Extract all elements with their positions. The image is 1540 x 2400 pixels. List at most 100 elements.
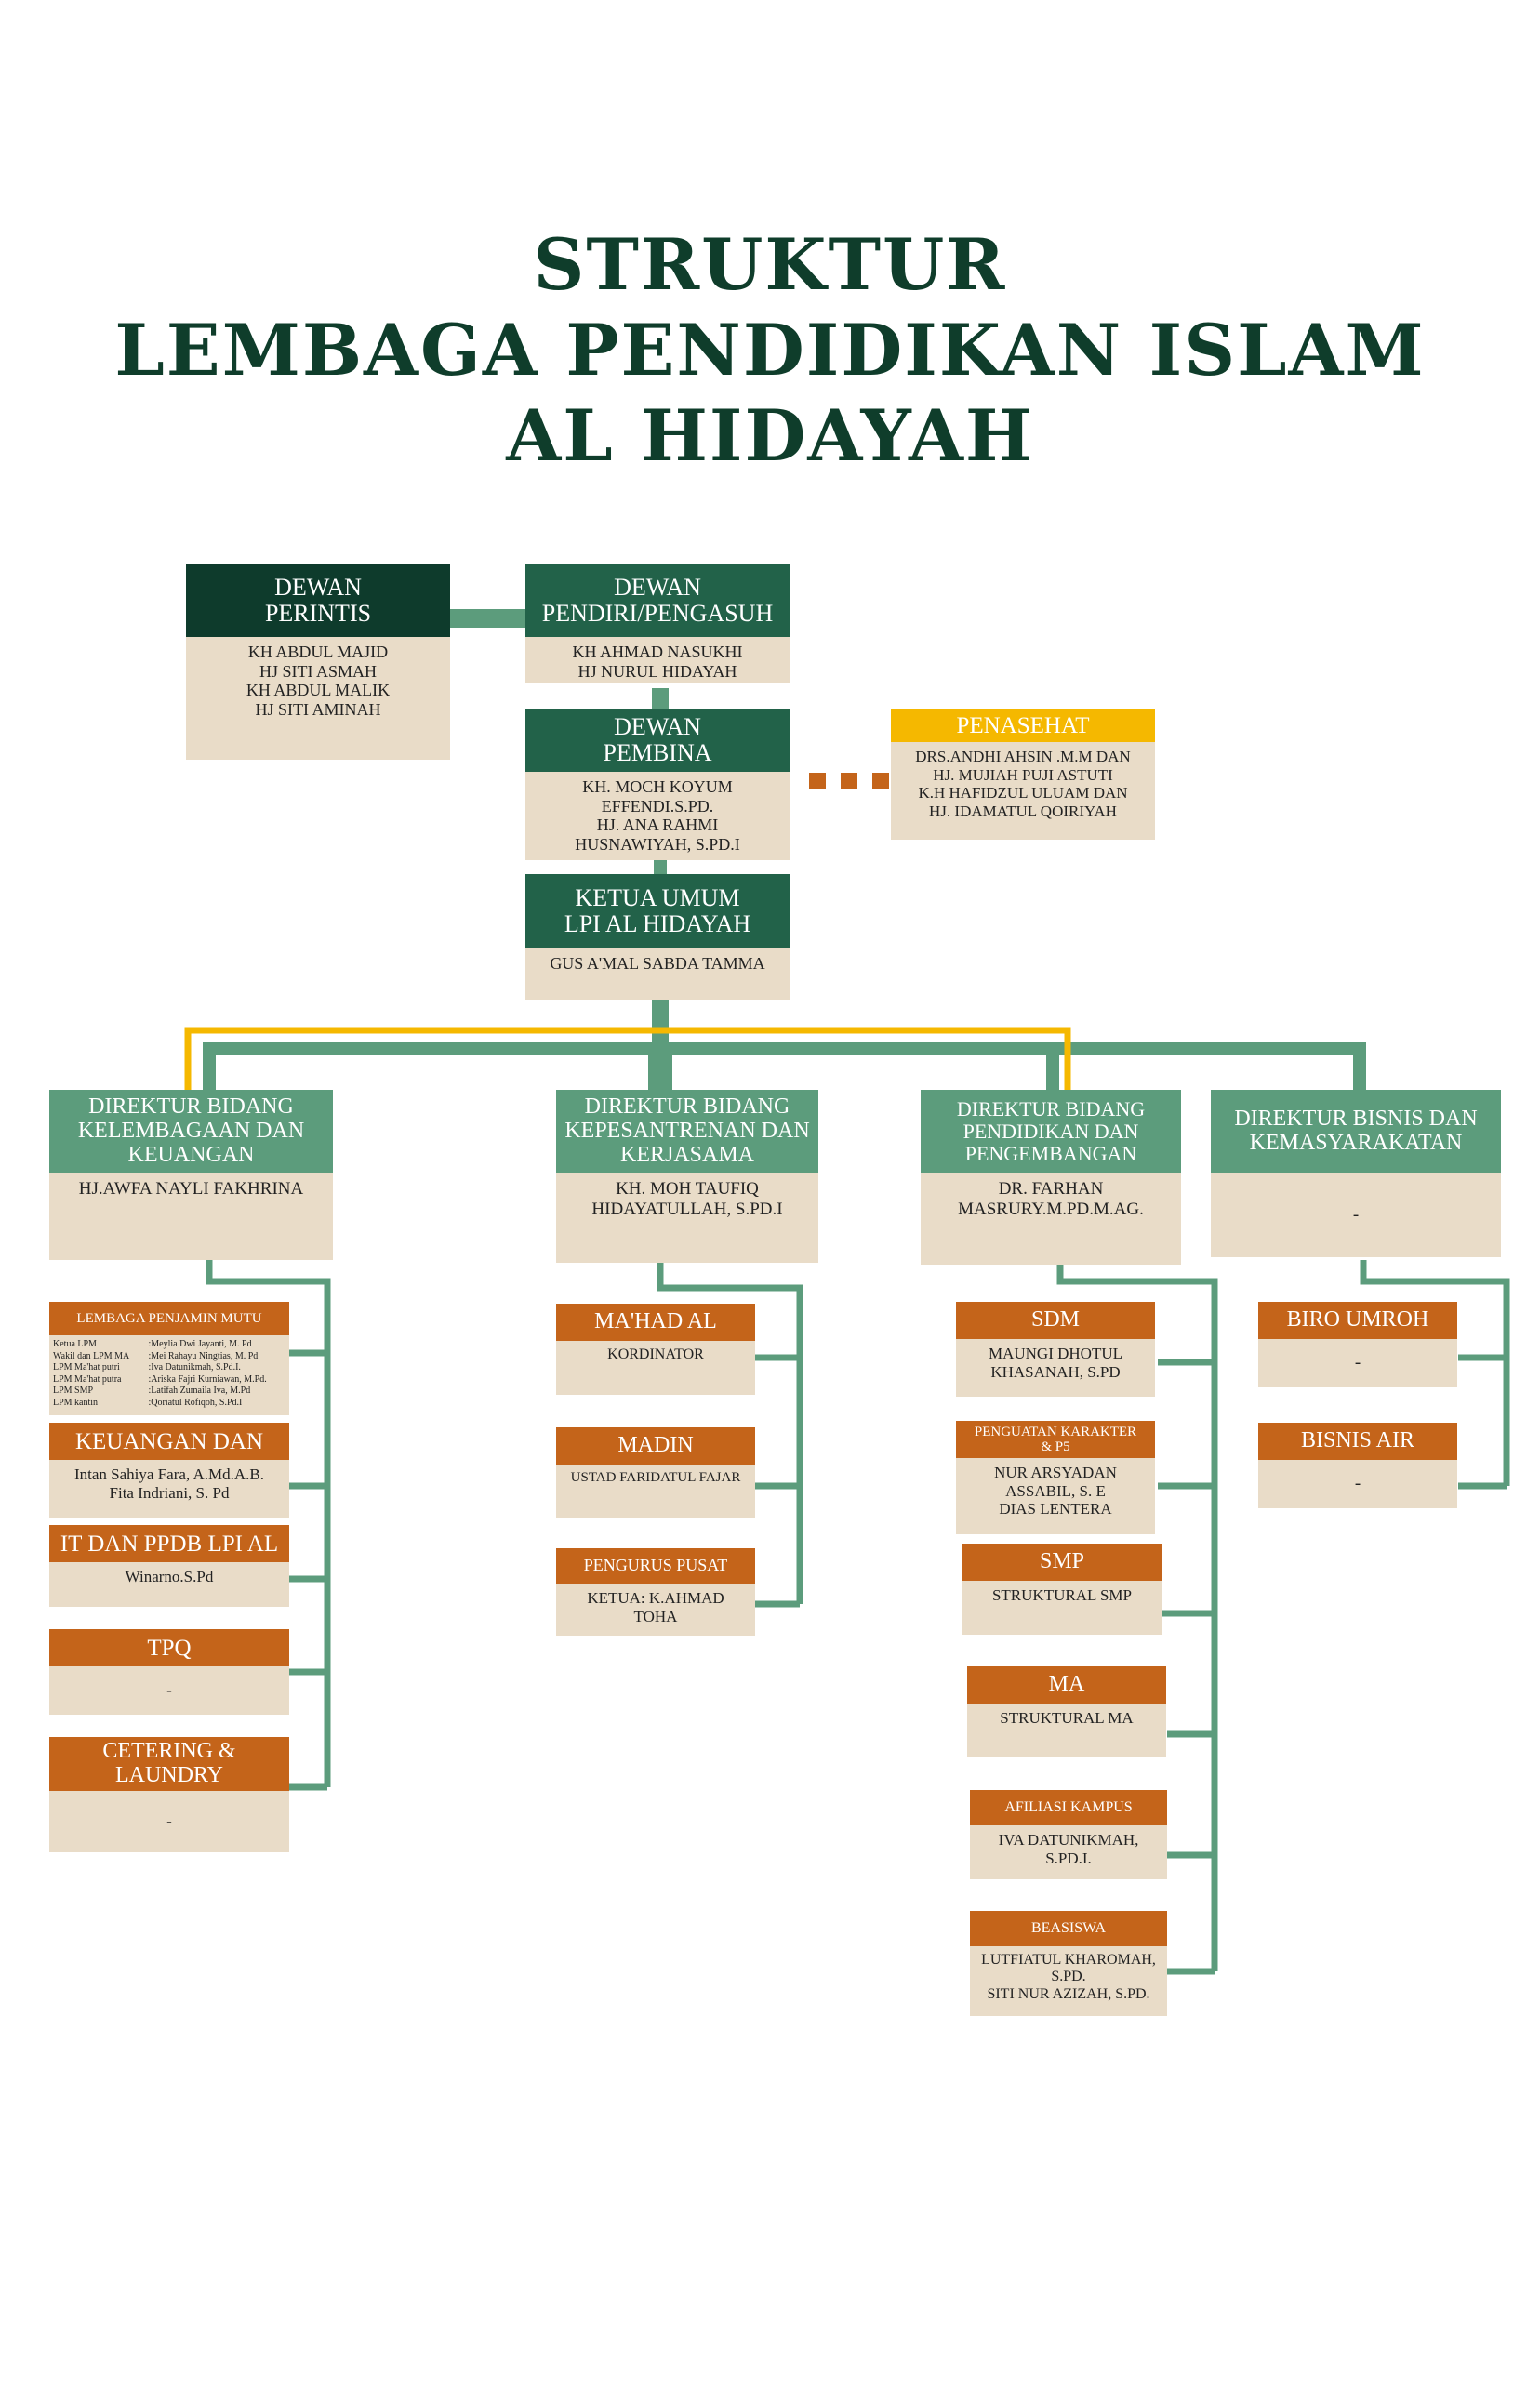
- unit-biro-umroh-body: -: [1258, 1339, 1457, 1387]
- lpm-role: LPM Ma'hat putra: [53, 1373, 122, 1385]
- director-kelembagaan-body: HJ.AWFA NAYLI FAKHRINA: [49, 1173, 333, 1260]
- unit-penguatan-karakter-name: ASSABIL, S. E: [1005, 1481, 1106, 1500]
- ketua-umum-name: GUS A'MAL SABDA TAMMA: [550, 954, 765, 973]
- unit-beasiswa-name: S.PD.: [1051, 1969, 1086, 1985]
- unit-tpq-box: TPQ -: [49, 1629, 289, 1715]
- director-bisnis-body: -: [1211, 1173, 1501, 1257]
- director-pendidikan-name: MASRURY.M.PD.M.AG.: [958, 1199, 1144, 1219]
- connector-col3: [1056, 1265, 1218, 1971]
- dewan-pendiri-name: KH AHMAD NASUKHI: [572, 643, 743, 661]
- unit-smp-body: STRUKTURAL SMP: [962, 1581, 1162, 1635]
- unit-penguatan-karakter-name: DIAS LENTERA: [999, 1500, 1112, 1518]
- director-kelembagaan-name: HJ.AWFA NAYLI FAKHRINA: [78, 1179, 304, 1199]
- lpm-row: LPM Ma'hat putri:Iva Datunikmah, S.Pd.I.: [53, 1362, 285, 1374]
- unit-it-ppdb-box: IT DAN PPDB LPI AL Winarno.S.Pd: [49, 1525, 289, 1607]
- lpm-name: :Meylia Dwi Jayanti, M. Pd: [148, 1339, 252, 1349]
- director-kepesantrenan-title-line: KERJASAMA: [619, 1142, 755, 1167]
- unit-pengurus-pusat-title-line: PENGURUS PUSAT: [583, 1556, 728, 1575]
- lpm-role: Wakil dan LPM MA: [53, 1350, 130, 1361]
- unit-beasiswa-title-line: BEASISWA: [1030, 1920, 1106, 1937]
- dewan-pendiri-title-line: PENDIRI/PENGASUH: [541, 600, 774, 627]
- unit-catering-laundry-box: CETERING &LAUNDRY-: [49, 1737, 289, 1852]
- unit-madin-title-line: MADIN: [617, 1433, 694, 1458]
- unit-penguatan-karakter-name: NUR ARSYADAN: [994, 1464, 1117, 1481]
- unit-smp-header: SMP: [962, 1544, 1162, 1581]
- unit-tpq-title-line: TPQ: [147, 1635, 192, 1661]
- dewan-perintis-name: KH ABDUL MALIK: [246, 681, 391, 700]
- unit-it-ppdb-name: Winarno.S.Pd: [125, 1568, 214, 1585]
- penasehat-name: K.H HAFIDZUL ULUAM DAN: [918, 784, 1128, 802]
- unit-it-ppdb-title-line: IT DAN PPDB LPI AL: [60, 1531, 279, 1557]
- lpm-name: :Iva Datunikmah, S.Pd.I.: [148, 1362, 241, 1372]
- director-kepesantrenan-title-line: KEPESANTRENAN DAN: [564, 1119, 810, 1144]
- lpm-name: :Latifah Zumaila Iva, M.Pd: [148, 1386, 251, 1396]
- ketua-umum-title-line: KETUA UMUM: [575, 883, 740, 911]
- lpm-row: LPM Ma'hat putra:Ariska Fajri Kurniawan,…: [53, 1374, 285, 1386]
- unit-pengurus-pusat-name: KETUA: K.AHMAD: [587, 1589, 724, 1607]
- ketua-umum-title-line: LPI AL HIDAYAH: [564, 910, 751, 937]
- unit-smp-title-line: SMP: [1039, 1549, 1085, 1574]
- unit-catering-laundry-body: -: [49, 1791, 289, 1852]
- unit-it-ppdb-body: Winarno.S.Pd: [49, 1562, 289, 1607]
- lpm-name: :Mei Rahayu Ningtias, M. Pd: [148, 1350, 259, 1361]
- unit-keuangan-name: Fita Indriani, S. Pd: [109, 1483, 230, 1502]
- dewan-perintis-title-line: PERINTIS: [264, 600, 372, 627]
- unit-ma-body: STRUKTURAL MA: [967, 1704, 1166, 1757]
- unit-smp-name: STRUKTURAL SMP: [991, 1586, 1133, 1604]
- dewan-pendiri-title-line: DEWAN: [614, 573, 701, 601]
- director-kepesantrenan-title-line: DIREKTUR BIDANG: [584, 1094, 790, 1120]
- unit-mahad-name: KORDINATOR: [607, 1346, 704, 1362]
- unit-penguatan-karakter-header: PENGUATAN KARAKTER& P5: [956, 1421, 1155, 1458]
- director-kelembagaan-title-line: KELEMBAGAAN DAN: [77, 1119, 305, 1144]
- penasehat-name: HJ. IDAMATUL QOIRIYAH: [929, 802, 1117, 820]
- unit-madin-header: MADIN: [556, 1427, 755, 1465]
- lpm-box: LEMBAGA PENJAMIN MUTU Ketua LPM:Meylia Dw…: [49, 1302, 289, 1415]
- lpm-header: LEMBAGA PENJAMIN MUTU: [49, 1302, 289, 1335]
- dewan-pembina-name: EFFENDI.S.PD.: [601, 796, 714, 815]
- dewan-pembina-name: HUSNAWIYAH, S.PD.I: [575, 835, 740, 855]
- unit-biro-umroh-box: BIRO UMROH-: [1258, 1302, 1457, 1387]
- connector-yellow: [184, 1027, 1071, 1090]
- ketua-umum-body: GUS A'MAL SABDA TAMMA: [525, 948, 790, 1000]
- unit-penguatan-karakter-title-line: PENGUATAN KARAKTER: [974, 1424, 1137, 1439]
- unit-bisnis-air-box: BISNIS AIR -: [1258, 1423, 1457, 1508]
- unit-keuangan-header: KEUANGAN DAN: [49, 1423, 289, 1460]
- director-pendidikan-title-line: PENDIDIKAN DAN: [962, 1120, 1139, 1144]
- lpm-row: Ketua LPM:Meylia Dwi Jayanti, M. Pd: [53, 1339, 285, 1351]
- director-kepesantrenan-name: KH. MOH TAUFIQ: [616, 1179, 759, 1199]
- unit-ma-box: MA STRUKTURAL MA: [967, 1666, 1166, 1757]
- unit-bisnis-air-body: -: [1258, 1460, 1457, 1508]
- unit-penguatan-karakter-title-line: & P5: [1041, 1439, 1070, 1454]
- unit-sdm-title-line: SDM: [1030, 1307, 1081, 1333]
- penasehat-name: DRS.ANDHI AHSIN .M.M DAN: [915, 748, 1131, 765]
- unit-afiliasi-kampus-title-line: AFILIASI KAMPUS: [1004, 1799, 1133, 1816]
- unit-pengurus-pusat-name: TOHA: [633, 1607, 678, 1625]
- penasehat-name: HJ. MUJIAH PUJI ASTUTI: [933, 765, 1113, 784]
- lpm-row: Wakil dan LPM MA :Mei Rahayu Ningtias, M.…: [53, 1351, 285, 1363]
- unit-tpq-body: -: [49, 1666, 289, 1715]
- unit-sdm-name: KHASANAH, S.PD: [990, 1362, 1121, 1381]
- unit-sdm-name: MAUNGI DHOTUL: [988, 1345, 1122, 1362]
- unit-bisnis-air-name: -: [1354, 1474, 1361, 1494]
- penasehat-title-line: PENASEHAT: [956, 712, 1090, 738]
- unit-bisnis-air-title-line: BISNIS AIR: [1300, 1428, 1415, 1453]
- unit-ma-title-line: MA: [1048, 1672, 1085, 1697]
- unit-mahad-header: MA'HAD AL: [556, 1304, 755, 1341]
- connector-col4: [1360, 1260, 1510, 1486]
- dewan-pembina-name: KH. MOCH KOYUM: [582, 777, 733, 796]
